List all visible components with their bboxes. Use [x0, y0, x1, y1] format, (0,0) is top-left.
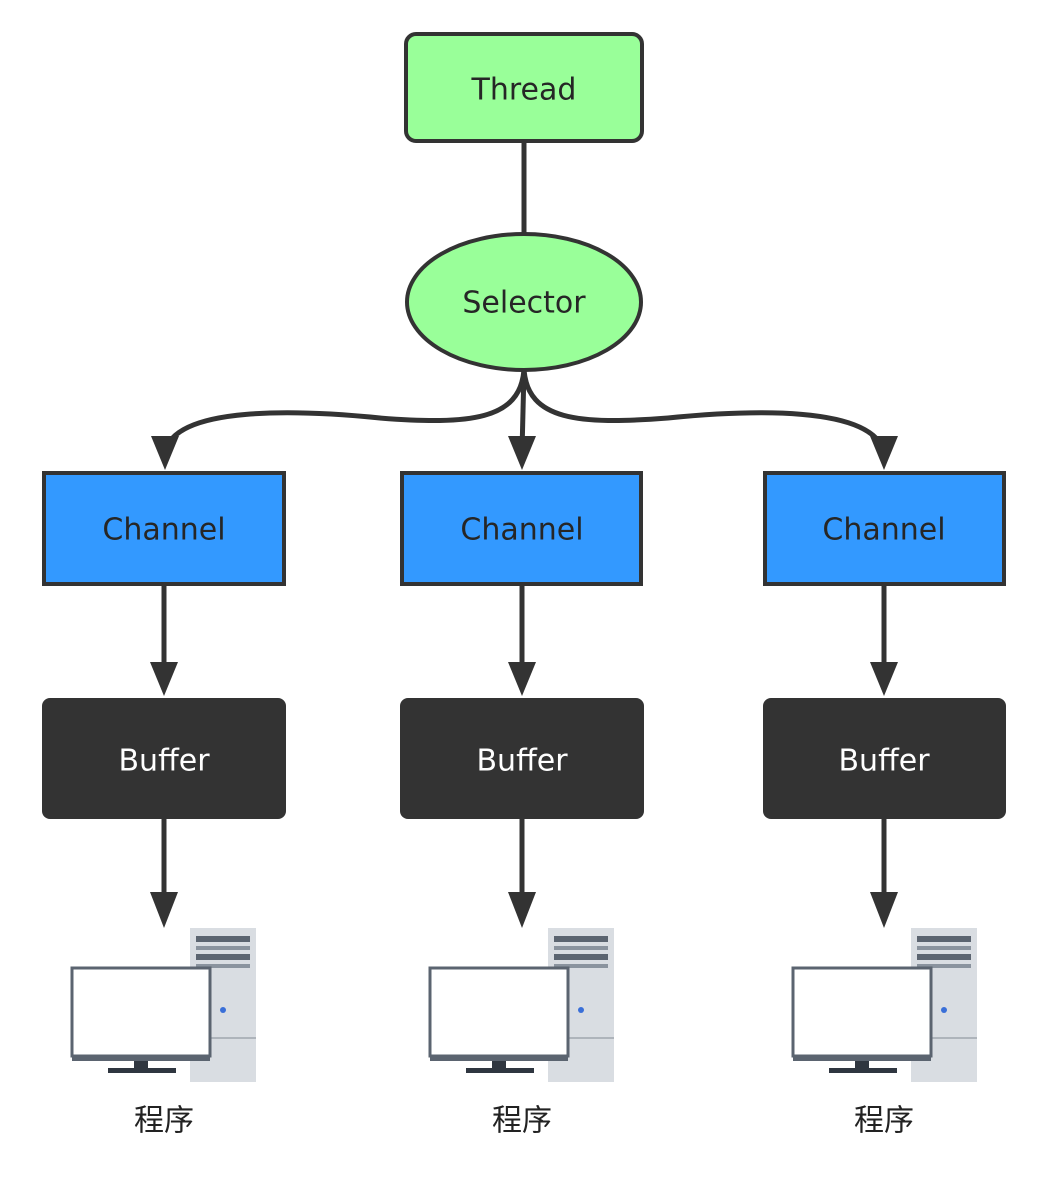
arrowhead-channel-3	[870, 436, 898, 470]
channel-label: Channel	[102, 513, 225, 548]
buffer-node	[400, 698, 644, 819]
arrowhead-channel-2	[508, 436, 536, 470]
arrowhead-channel-1	[151, 436, 179, 470]
column-3: Channel Buffer 程序	[763, 471, 1006, 1139]
thread-node: Thread	[404, 32, 644, 143]
arrowhead-buffer	[870, 662, 898, 696]
selector-channel-3-edge	[521, 369, 887, 453]
channel-node	[42, 471, 286, 586]
channel-node	[400, 471, 643, 586]
column-2: Channel Buffer 程序	[400, 471, 644, 1139]
program-label: 程序	[134, 1104, 194, 1139]
thread-label: Thread	[471, 73, 577, 108]
arrowhead-buffer	[150, 662, 178, 696]
computer-icon	[70, 928, 256, 1082]
selector-node: Selector	[405, 232, 643, 372]
buffer-label: Buffer	[118, 744, 210, 779]
program-label: 程序	[854, 1104, 914, 1139]
buffer-label: Buffer	[476, 744, 568, 779]
selector-channel-1-edge	[162, 369, 527, 453]
channel-label: Channel	[460, 513, 583, 548]
computer-icon	[791, 928, 977, 1082]
buffer-node	[763, 698, 1006, 819]
arrowhead-buffer	[508, 662, 536, 696]
column-1: Channel Buffer 程序	[42, 471, 286, 1139]
arrowhead-program	[508, 892, 536, 928]
selector-label: Selector	[462, 286, 586, 321]
channel-label: Channel	[822, 513, 945, 548]
arrowhead-program	[870, 892, 898, 928]
program-label: 程序	[492, 1104, 552, 1139]
buffer-node	[42, 698, 286, 819]
buffer-label: Buffer	[838, 744, 930, 779]
computer-icon	[428, 928, 614, 1082]
channel-node	[763, 471, 1006, 586]
arrowhead-program	[150, 892, 178, 928]
